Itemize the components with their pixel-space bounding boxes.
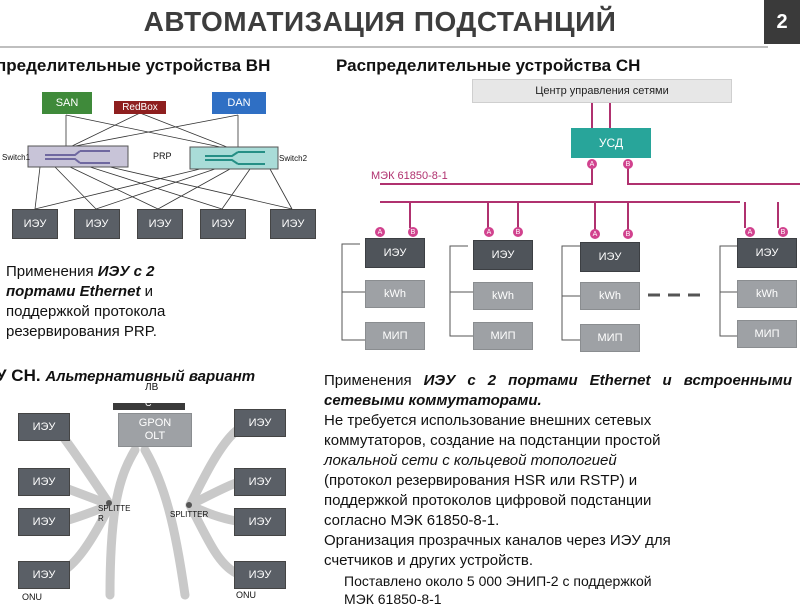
splitter-left-label: SPLITTE R [98, 504, 130, 524]
page-number: 2 [764, 0, 800, 44]
p4: Поставлено около 5 000 ЭНИП-2 с поддержк… [344, 572, 794, 608]
gpon-ieu-left-2: ИЭУ [18, 468, 70, 496]
control-center-box: Центр управления сетями [472, 79, 732, 103]
left-top-heading: пределительные устройства ВН [0, 56, 271, 75]
prp-text-1a: Применения [6, 263, 98, 280]
gpon-ieu-left-1: ИЭУ [18, 413, 70, 441]
col1-ieu: ИЭУ [365, 238, 425, 268]
gpon-ieu-right-4: ИЭУ [234, 561, 286, 589]
col4-kwh: kWh [737, 280, 797, 308]
page-title: АВТОМАТИЗАЦИЯ ПОДСТАНЦИЙ [143, 6, 617, 37]
prp-ieu-4: ИЭУ [200, 209, 246, 239]
splitter-right-label: SPLITTER [170, 510, 209, 519]
switch1-label: Switch1 [2, 153, 31, 162]
prp-ieu-3: ИЭУ [137, 209, 183, 239]
prp-ieu-2: ИЭУ [74, 209, 120, 239]
right-top-heading: Распределительные устройства СН [336, 56, 641, 75]
lv-sub-label: С [145, 398, 152, 408]
p1-bold: ИЭУ с 2 портами Ethernet и встроенными с… [324, 372, 792, 409]
p2: Не требуется использование внешних сетев… [324, 411, 792, 531]
p1: Применения ИЭУ с 2 портами Ethernet и вс… [324, 371, 792, 411]
p3: Организация прозрачных каналов через ИЭУ… [324, 531, 792, 571]
prp-text-3: поддержкой протокола [6, 303, 166, 320]
onu-right-label: ONU [236, 590, 256, 600]
col1-mip: МИП [365, 322, 425, 350]
prp-text-2a: портами Ethernet [6, 283, 141, 300]
prp-ieu-5: ИЭУ [270, 209, 316, 239]
san-node: SAN [42, 92, 92, 114]
p2-line5: поддержкой протоколов цифровой подстанци… [324, 492, 652, 509]
col1-port-b: B [408, 227, 418, 237]
left-bottom-heading-italic: Альтернативный вариант [45, 368, 256, 385]
col2-port-b: B [513, 227, 523, 237]
col4-port-b: B [778, 227, 788, 237]
prp-label: PRP [153, 151, 172, 161]
redbox-node: RedBox [114, 101, 166, 114]
onu-left-label: ONU [22, 592, 42, 602]
prp-diagram [27, 112, 293, 210]
switch2-label: Switch2 [279, 154, 308, 163]
dan-node: DAN [212, 92, 266, 114]
splitter-left-node [106, 500, 112, 506]
gpon-ieu-right-3: ИЭУ [234, 508, 286, 536]
prp-text-4: резервирования PRP. [6, 323, 157, 340]
usd-port-b: B [623, 159, 633, 169]
col4-port-a: A [745, 227, 755, 237]
olt-label: OLT [144, 430, 166, 442]
gpon-ieu-right-1: ИЭУ [234, 409, 286, 437]
col3-ieu: ИЭУ [580, 242, 640, 272]
p4-line2: МЭК 61850-8-1 [344, 591, 442, 607]
p2-line2: коммутаторов, создание на подстанции про… [324, 432, 661, 449]
p2-line4: (протокол резервирования HSR или RSTP) и [324, 472, 638, 489]
splitter-right-node [186, 502, 192, 508]
left-bottom-heading: У СН. Альтернативный вариант [0, 366, 255, 386]
standard-label: МЭК 61850-8-1 [371, 170, 448, 182]
gpon-ieu-right-2: ИЭУ [234, 468, 286, 496]
prp-text-1b: ИЭУ с 2 [97, 263, 155, 280]
col3-kwh: kWh [580, 282, 640, 310]
lv-label: ЛВ [145, 382, 159, 393]
gpon-label: GPON [138, 417, 172, 429]
splitter-left-line1: SPLITTE [98, 504, 131, 513]
col3-port-a: A [590, 229, 600, 239]
left-bottom-heading-bold: У СН. [0, 366, 41, 385]
usd-box: УСД [571, 128, 651, 158]
prp-description: Применения ИЭУ с 2 портами Ethernet и по… [6, 262, 256, 342]
prp-text-2b: и [140, 283, 153, 300]
prp-ieu-1: ИЭУ [12, 209, 58, 239]
col4-ieu: ИЭУ [737, 238, 797, 268]
splitter-left-line2: R [98, 514, 104, 523]
p3-line1: Организация прозрачных каналов через ИЭУ… [324, 532, 671, 549]
ring-diagram [341, 100, 800, 341]
p2-line6: согласно МЭК 61850-8-1. [324, 512, 500, 529]
p1-plain: Применения [324, 372, 424, 389]
p3-line2: счетчиков и других устройств. [324, 552, 534, 569]
gpon-olt-box: GPON OLT [118, 413, 192, 447]
col3-mip: МИП [580, 324, 640, 352]
gpon-ieu-left-4: ИЭУ [18, 561, 70, 589]
right-bottom-text: Применения ИЭУ с 2 портами Ethernet и вс… [324, 371, 792, 571]
p4-line1: Поставлено около 5 000 ЭНИП-2 с поддержк… [344, 573, 652, 589]
col1-kwh: kWh [365, 280, 425, 308]
col2-port-a: A [484, 227, 494, 237]
col4-mip: МИП [737, 320, 797, 348]
gpon-ieu-left-3: ИЭУ [18, 508, 70, 536]
col2-kwh: kWh [473, 282, 533, 310]
title-divider [0, 46, 768, 48]
p2-line3: локальной сети с кольцевой топологией [324, 452, 617, 469]
p2-line1: Не требуется использование внешних сетев… [324, 412, 652, 429]
col2-ieu: ИЭУ [473, 240, 533, 270]
col1-port-a: A [375, 227, 385, 237]
col2-mip: МИП [473, 322, 533, 350]
usd-port-a: A [587, 159, 597, 169]
col3-port-b: B [623, 229, 633, 239]
